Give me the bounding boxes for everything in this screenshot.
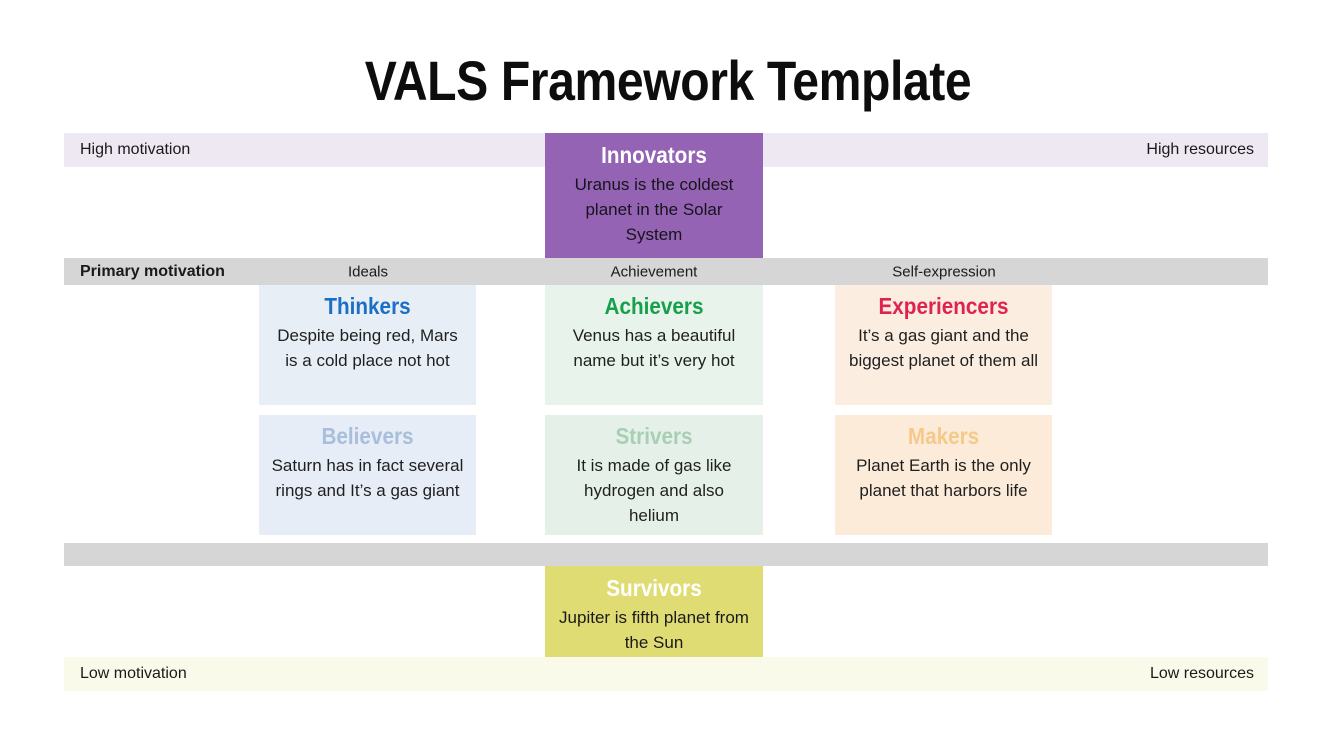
segment-card-achievers[interactable]: Achievers Venus has a beautiful name but… — [545, 285, 763, 405]
low-resources-label: Low resources — [1149, 665, 1254, 682]
segment-card-makers[interactable]: Makers Planet Earth is the only planet t… — [835, 415, 1052, 535]
segment-title-believers: Believers — [321, 423, 414, 449]
segment-body-makers: Planet Earth is the only planet that har… — [856, 456, 1031, 500]
segment-body-believers: Saturn has in fact several rings and It’… — [271, 456, 464, 500]
segment-title-achievers: Achievers — [604, 293, 704, 319]
segment-body-strivers: It is made of gas like hydrogen and also… — [576, 456, 732, 525]
high-motivation-label: High motivation — [80, 141, 191, 158]
segment-body-innovators: Uranus is the coldest planet in the Sola… — [574, 175, 734, 244]
segment-title-makers: Makers — [907, 423, 980, 449]
segment-body-thinkers: Despite being red, Mars is a cold place … — [277, 326, 458, 370]
segment-card-strivers[interactable]: Strivers It is made of gas like hydrogen… — [545, 415, 763, 535]
high-resources-label: High resources — [1146, 141, 1254, 158]
lower-divider-band — [64, 543, 1268, 566]
segment-body-experiencers: It’s a gas giant and the biggest planet … — [848, 326, 1038, 370]
segment-card-believers[interactable]: Believers Saturn has in fact several rin… — [259, 415, 476, 535]
segment-title-experiencers: Experiencers — [878, 293, 1009, 319]
primary-motivation-band: Primary motivation Ideals Achievement Se… — [64, 258, 1268, 285]
segment-card-thinkers[interactable]: Thinkers Despite being red, Mars is a co… — [259, 285, 476, 405]
segment-card-innovators[interactable]: Innovators Uranus is the coldest planet … — [545, 133, 763, 258]
motivation-column-achievement: Achievement — [610, 263, 698, 280]
primary-motivation-label: Primary motivation — [80, 262, 225, 280]
page-title: VALS Framework Template — [364, 49, 972, 112]
segment-card-experiencers[interactable]: Experiencers It’s a gas giant and the bi… — [835, 285, 1052, 405]
segment-title-strivers: Strivers — [615, 423, 693, 449]
low-motivation-band: Low motivation Low resources — [64, 657, 1268, 691]
low-motivation-label: Low motivation — [80, 665, 187, 682]
segment-title-thinkers: Thinkers — [324, 293, 411, 319]
segment-title-survivors: Survivors — [606, 575, 702, 601]
motivation-column-ideals: Ideals — [347, 263, 389, 280]
segment-body-survivors: Jupiter is fifth planet from the Sun — [559, 608, 749, 652]
motivation-column-self-expression: Self-expression — [892, 263, 996, 280]
segment-body-achievers: Venus has a beautiful name but it’s very… — [572, 326, 736, 370]
segment-title-innovators: Innovators — [601, 142, 707, 168]
segment-card-survivors[interactable]: Survivors Jupiter is fifth planet from t… — [545, 566, 763, 691]
